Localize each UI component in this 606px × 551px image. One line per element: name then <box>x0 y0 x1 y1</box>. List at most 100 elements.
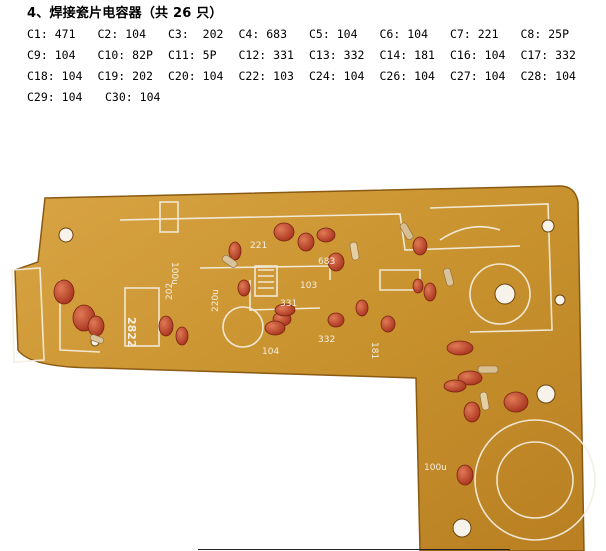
capacitor-value: 104 <box>555 68 576 83</box>
capacitor-value: 471 <box>54 26 76 41</box>
capacitor-entry: C24: 104 <box>309 68 365 83</box>
capacitor-ref: C19 <box>97 68 119 83</box>
capacitor-value: 221 <box>477 26 499 41</box>
capacitor-ref: C2 <box>97 26 112 41</box>
label-331: 331 <box>280 299 297 309</box>
paper-background <box>0 540 198 551</box>
label-100u: 100u <box>169 262 179 285</box>
capacitor-ref: C28 <box>520 68 542 83</box>
capacitor-ref: C8 <box>520 26 535 41</box>
capacitor-value: 104 <box>407 26 428 41</box>
capacitor-ref: C1 <box>27 26 41 41</box>
resistors <box>89 222 499 411</box>
capacitor-ref: C12 <box>238 47 260 62</box>
capacitor-value: 181 <box>414 47 435 62</box>
pcb-photo: 2822 221 100u 220u 331 332 104 103 202 6… <box>0 185 596 551</box>
capacitor-value: 104 <box>202 68 224 83</box>
capacitor-entry: C18: 104 <box>27 68 83 83</box>
capacitor-value: 202 <box>202 26 224 41</box>
capacitor-entry: C1: 471 <box>27 26 76 41</box>
capacitor-value: 25P <box>548 26 569 41</box>
label-202: 202 <box>165 283 175 300</box>
silkscreen-labels: 2822 221 100u 220u 331 332 104 103 202 6… <box>125 241 447 473</box>
capacitor-entry: C9: 104 <box>27 47 76 62</box>
label-220u: 220u <box>211 289 221 312</box>
capacitor-ref: C26 <box>379 68 401 83</box>
capacitor-ref: C18 <box>27 68 48 83</box>
capacitor-entry: C6: 104 <box>379 26 429 41</box>
capacitor-value: 332 <box>343 47 365 62</box>
capacitor-value: 104 <box>125 26 146 41</box>
mounting-holes <box>58 219 566 538</box>
capacitor-entry: C20: 104 <box>168 68 224 83</box>
capacitor-ref: C10 <box>97 47 119 62</box>
label-103: 103 <box>300 281 317 291</box>
capacitor-entry: C12: 331 <box>238 47 294 62</box>
capacitor-ref: C5 <box>309 26 323 41</box>
capacitor-row: C1: 471 C2: 104 C3: 202 C4: 683 C5: 104 … <box>27 23 593 44</box>
capacitor-value: 82P <box>132 47 153 62</box>
capacitor-value: 104 <box>54 47 76 62</box>
label-100u-2: 100u <box>424 463 447 473</box>
capacitor-ref: C17 <box>520 47 542 62</box>
capacitor-value: 104 <box>414 68 435 83</box>
capacitor-value: 683 <box>266 26 287 41</box>
capacitor-list: C1: 471 C2: 104 C3: 202 C4: 683 C5: 104 … <box>27 23 593 107</box>
ceramic-capacitors <box>53 222 529 486</box>
capacitor-value: 104 <box>484 47 506 62</box>
capacitor-entry: C28: 104 <box>520 68 576 83</box>
capacitor-ref: C14 <box>379 47 401 62</box>
label-221: 221 <box>250 241 267 251</box>
capacitor-value: 5P <box>202 47 217 62</box>
capacitor-ref: C9 <box>27 47 41 62</box>
capacitor-entry: C29: 104 <box>27 89 83 104</box>
capacitor-value: 332 <box>555 47 576 62</box>
capacitor-value: 104 <box>61 68 83 83</box>
capacitor-ref: C11 <box>168 47 189 62</box>
capacitor-ref: C30 <box>105 89 126 104</box>
capacitor-entry: C16: 104 <box>450 47 506 62</box>
section-heading: 4、焊接瓷片电容器（共 26 只） <box>27 6 223 21</box>
capacitor-value: 103 <box>273 68 294 83</box>
capacitor-entry: C30: 104 <box>105 89 161 104</box>
capacitor-entry: C3: 202 <box>168 26 224 41</box>
label-2822: 2822 <box>125 317 138 348</box>
pcb-board <box>14 185 585 551</box>
capacitor-ref: C29 <box>27 89 48 104</box>
label-181: 181 <box>369 342 379 359</box>
capacitor-value: 104 <box>139 89 161 104</box>
capacitor-value: 104 <box>336 26 358 41</box>
capacitor-value: 104 <box>61 89 83 104</box>
capacitor-entry: C11: 5P <box>168 47 217 62</box>
capacitor-entry: C2: 104 <box>97 26 147 41</box>
capacitor-entry: C7: 221 <box>450 26 499 41</box>
label-683: 683 <box>318 257 335 267</box>
caption-rule <box>198 549 510 550</box>
capacitor-value: 104 <box>484 68 506 83</box>
capacitor-entry: C22: 103 <box>238 68 294 83</box>
capacitor-ref: C27 <box>450 68 471 83</box>
capacitor-row: C18: 104 C19: 202 C20: 104 C22: 103 C24:… <box>27 65 593 86</box>
capacitor-ref: C7 <box>450 26 464 41</box>
capacitor-entry: C14: 181 <box>379 47 435 62</box>
capacitor-ref: C4 <box>238 26 253 41</box>
capacitor-ref: C24 <box>309 68 330 83</box>
capacitor-ref: C13 <box>309 47 330 62</box>
label-332: 332 <box>318 335 335 345</box>
capacitor-entry: C8: 25P <box>520 26 570 41</box>
capacitor-ref: C20 <box>168 68 189 83</box>
capacitor-ref: C3 <box>168 26 182 41</box>
capacitor-entry: C10: 82P <box>97 47 153 62</box>
capacitor-ref: C16 <box>450 47 471 62</box>
capacitor-value: 202 <box>132 68 153 83</box>
capacitor-entry: C4: 683 <box>238 26 288 41</box>
silkscreen-lines <box>11 201 596 541</box>
capacitor-value: 331 <box>273 47 294 62</box>
capacitor-row: C9: 104 C10: 82P C11: 5P C12: 331 C13: 3… <box>27 44 593 65</box>
capacitor-entry: C19: 202 <box>97 68 153 83</box>
capacitor-entry: C27: 104 <box>450 68 506 83</box>
capacitor-value: 104 <box>343 68 365 83</box>
label-104: 104 <box>262 347 279 357</box>
capacitor-ref: C6 <box>379 26 394 41</box>
capacitor-entry: C17: 332 <box>520 47 576 62</box>
